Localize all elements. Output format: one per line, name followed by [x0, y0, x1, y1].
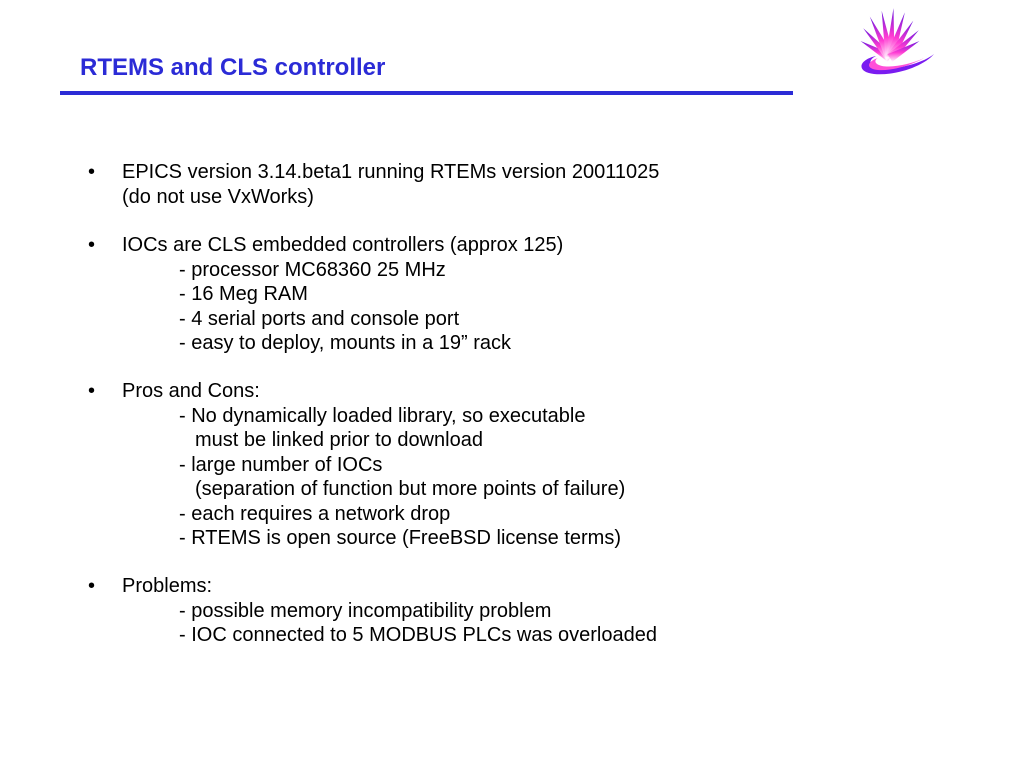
sub-bullet-line: - IOC connected to 5 MODBUS PLCs was ove…: [179, 624, 657, 646]
bullet-marker: •: [88, 161, 96, 183]
sub-bullet-line: - large number of IOCs: [179, 453, 383, 476]
bullet-text: Pros and Cons:- No dynamically loaded li…: [122, 379, 942, 551]
bullet-line: EPICS version 3.14.beta1 running RTEMs v…: [122, 161, 660, 183]
logo-swoosh-inner: [869, 58, 924, 71]
slide-title: RTEMS and CLS controller: [80, 54, 386, 81]
sub-bullet-line: (separation of function but more points …: [195, 478, 626, 500]
logo-rays: [860, 8, 920, 62]
starburst-logo-icon: [860, 8, 934, 75]
logo-ray: [885, 12, 905, 60]
bullet-line: Problems:: [122, 575, 213, 597]
sub-bullet-line: - No dynamically loaded library, so exec…: [179, 404, 586, 427]
bullet-text: Problems:- possible memory incompatibili…: [122, 574, 942, 648]
sub-bullet-line: must be linked prior to download: [195, 429, 483, 451]
bullet-marker: •: [88, 575, 96, 597]
title-underline: [60, 91, 793, 95]
logo-ray: [887, 41, 920, 62]
bullet-text: EPICS version 3.14.beta1 running RTEMs v…: [122, 160, 942, 209]
bullet-line: (do not use VxWorks): [122, 185, 314, 208]
sub-bullet-line: - easy to deploy, mounts in a 19” rack: [179, 332, 512, 354]
bullet-marker: •: [88, 234, 96, 256]
sub-bullet-line: - possible memory incompatibility proble…: [179, 599, 552, 622]
sub-bullet-line: - 4 serial ports and console port: [179, 307, 460, 330]
bullet-text: IOCs are CLS embedded controllers (appro…: [122, 233, 942, 356]
sub-bullet-line: - 16 Meg RAM: [179, 283, 308, 305]
sub-bullet-line: - RTEMS is open source (FreeBSD license …: [179, 527, 621, 549]
bullet-line: IOCs are CLS embedded controllers (appro…: [122, 234, 564, 256]
bullet-line: Pros and Cons:: [122, 380, 260, 402]
sub-bullet-line: - processor MC68360 25 MHz: [179, 258, 446, 281]
sub-bullet-line: - each requires a network drop: [179, 502, 451, 525]
bullet-marker: •: [88, 380, 96, 402]
